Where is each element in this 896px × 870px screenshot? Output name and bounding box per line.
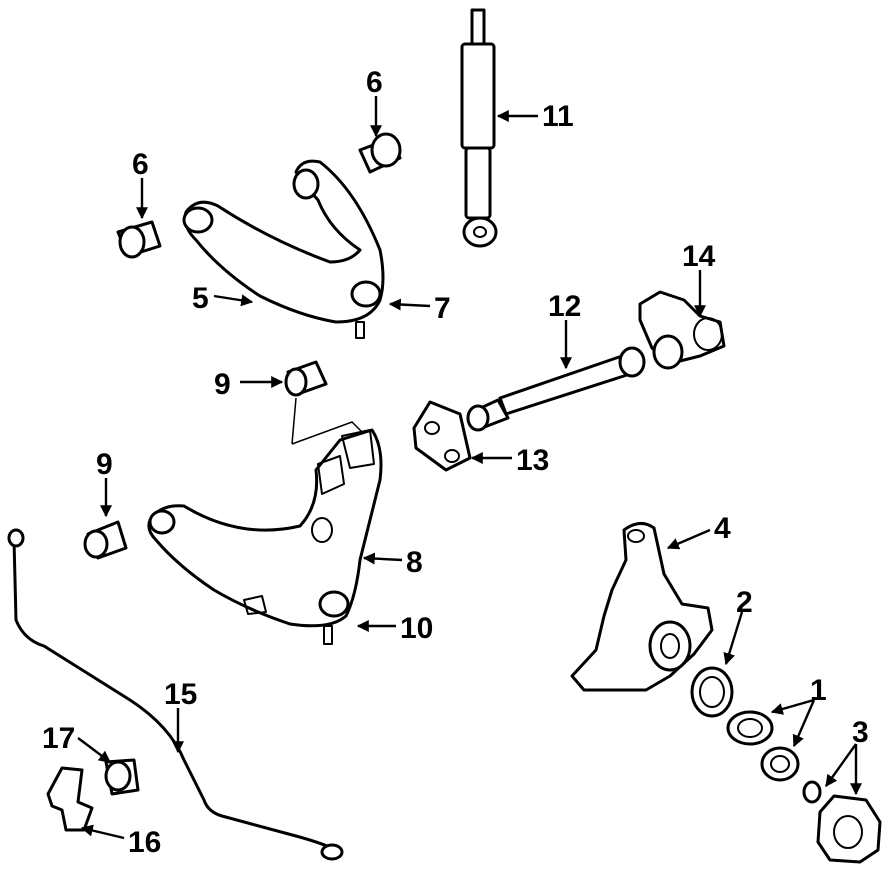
callout-15: 15 [164,678,197,711]
callout-6-upper-left: 6 [132,148,149,181]
callout-10: 10 [400,612,433,645]
washer [802,780,822,804]
leader-lines [77,96,862,840]
callout-4: 4 [714,512,731,545]
stabilizer-bar [7,528,344,861]
upper-control-arm [182,159,385,339]
wheel-bearing-inner [726,710,774,746]
shock-absorber [460,8,498,248]
lower-arm-bushing-rear [83,520,128,560]
callout-17: 17 [42,722,75,755]
steering-knuckle [570,522,714,692]
callout-6-upper-right: 6 [366,66,383,99]
wheel-bearing-outer [760,746,800,782]
callout-13: 13 [516,444,549,477]
callout-12: 12 [548,290,581,323]
callout-2: 2 [736,586,753,619]
callout-9-upper: 9 [214,368,231,401]
callout-16: 16 [128,826,161,859]
alignment-dashed-line [291,397,363,445]
lower-arm-bushing-front [284,360,328,397]
callout-8: 8 [406,546,423,579]
callout-7: 7 [434,292,451,325]
callout-labels: 6 6 11 5 7 12 14 9 13 9 8 10 4 2 1 3 15 … [42,66,869,859]
callout-11: 11 [542,100,574,133]
lower-control-arm [147,428,383,645]
strut-rod-bracket [412,400,472,472]
grease-seal [690,666,734,718]
upper-arm-bushing-left [116,220,162,259]
stabilizer-bracket [46,766,94,832]
strut-rod [466,346,646,432]
locking-hub [816,794,882,864]
strut-rod-bushing [638,290,726,370]
upper-arm-bushing-right [358,132,402,174]
callout-3: 3 [852,716,869,749]
callout-1: 1 [810,674,827,707]
callout-9-lower: 9 [96,448,113,481]
stabilizer-bushing [104,758,140,796]
callout-5: 5 [192,282,209,315]
callout-14: 14 [682,240,716,273]
